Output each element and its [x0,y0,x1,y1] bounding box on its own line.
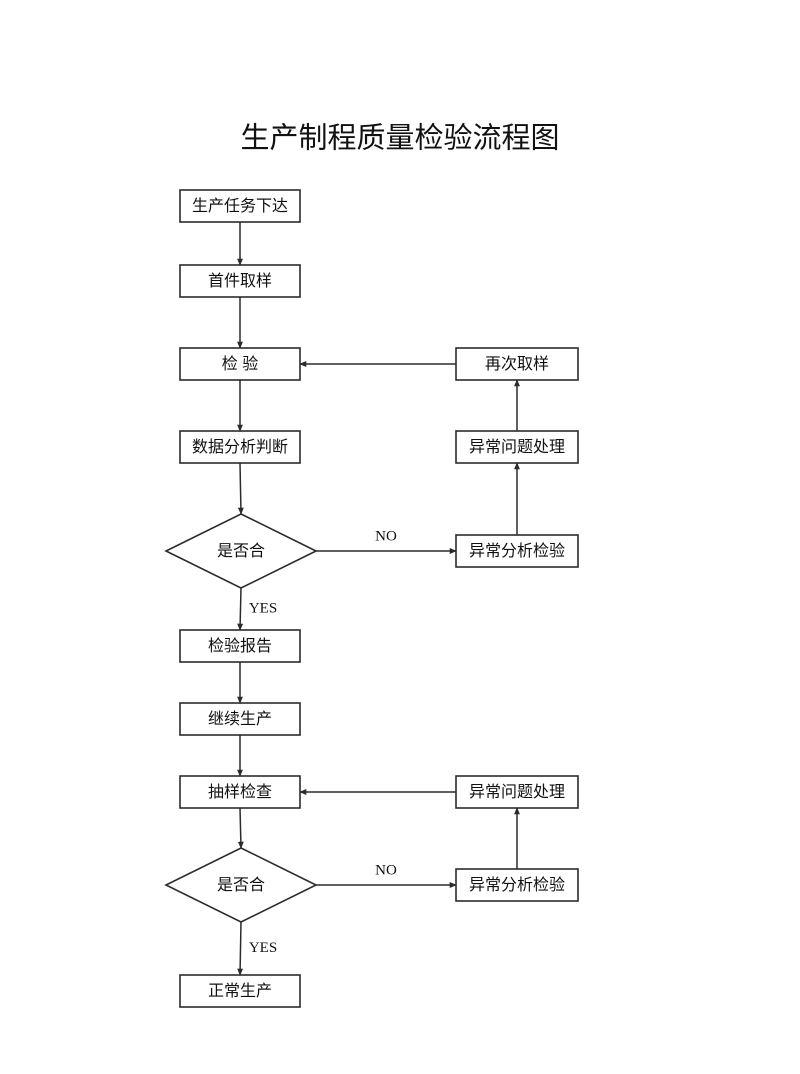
edges-layer [237,222,520,976]
process-shape [179,347,301,381]
edge-analysis-to-decision [237,462,244,515]
node-n10[interactable]: 正常生产 [179,974,301,1008]
edge-decision-yes-to-report [237,587,244,631]
node-r5[interactable]: 异常分析检验 [455,868,579,902]
node-label: 首件取样 [208,272,272,290]
node-r4[interactable]: 异常问题处理 [455,775,579,809]
node-label: 再次取样 [485,355,549,373]
process-shape [179,974,301,1008]
node-label: 检验报告 [208,637,272,655]
node-label: 检 验 [222,355,258,373]
node-label: 继续生产 [208,710,272,728]
node-label: 异常问题处理 [469,438,565,456]
edge-spotcheck-to-decision [237,807,244,849]
node-n2[interactable]: 首件取样 [179,264,301,298]
edge-label-no: NO [375,862,397,878]
process-shape [179,430,301,464]
node-r1[interactable]: 再次取样 [455,347,579,381]
node-r3[interactable]: 异常分析检验 [455,534,579,568]
node-label: 抽样检查 [208,783,272,801]
decision-shape [164,513,318,589]
process-shape [455,534,579,568]
node-label: 生产任务下达 [192,197,288,215]
node-n3[interactable]: 检 验 [179,347,301,381]
node-n8[interactable]: 抽样检查 [179,775,301,809]
process-shape [179,702,301,736]
process-shape [179,775,301,809]
node-label: 数据分析判断 [192,438,288,456]
node-label: 异常分析检验 [469,876,565,894]
node-n5[interactable]: 是否合 [164,513,318,589]
node-label: 是否合 [217,542,265,560]
process-shape [455,868,579,902]
node-label: 异常问题处理 [469,783,565,801]
process-shape [455,430,579,464]
process-shape [455,347,579,381]
process-shape [179,629,301,663]
node-n7[interactable]: 继续生产 [179,702,301,736]
node-n4[interactable]: 数据分析判断 [179,430,301,464]
edge-decision2-yes-to-normal [237,921,244,976]
decision-shape [164,847,318,923]
node-label: 异常分析检验 [469,542,565,560]
node-n9[interactable]: 是否合 [164,847,318,923]
page-title: 生产制程质量检验流程图 [240,122,559,155]
edge-label-no: NO [375,528,397,544]
node-n1[interactable]: 生产任务下达 [179,189,301,223]
edge-labels-layer: YES NO YES NO [249,528,397,956]
node-r2[interactable]: 异常问题处理 [455,430,579,464]
node-n6[interactable]: 检验报告 [179,629,301,663]
node-label: 正常生产 [208,982,272,1000]
node-label: 是否合 [217,876,265,894]
edge-label-yes: YES [249,600,277,616]
process-shape [179,264,301,298]
edge-label-yes: YES [249,940,277,956]
process-shape [455,775,579,809]
process-shape [179,189,301,223]
